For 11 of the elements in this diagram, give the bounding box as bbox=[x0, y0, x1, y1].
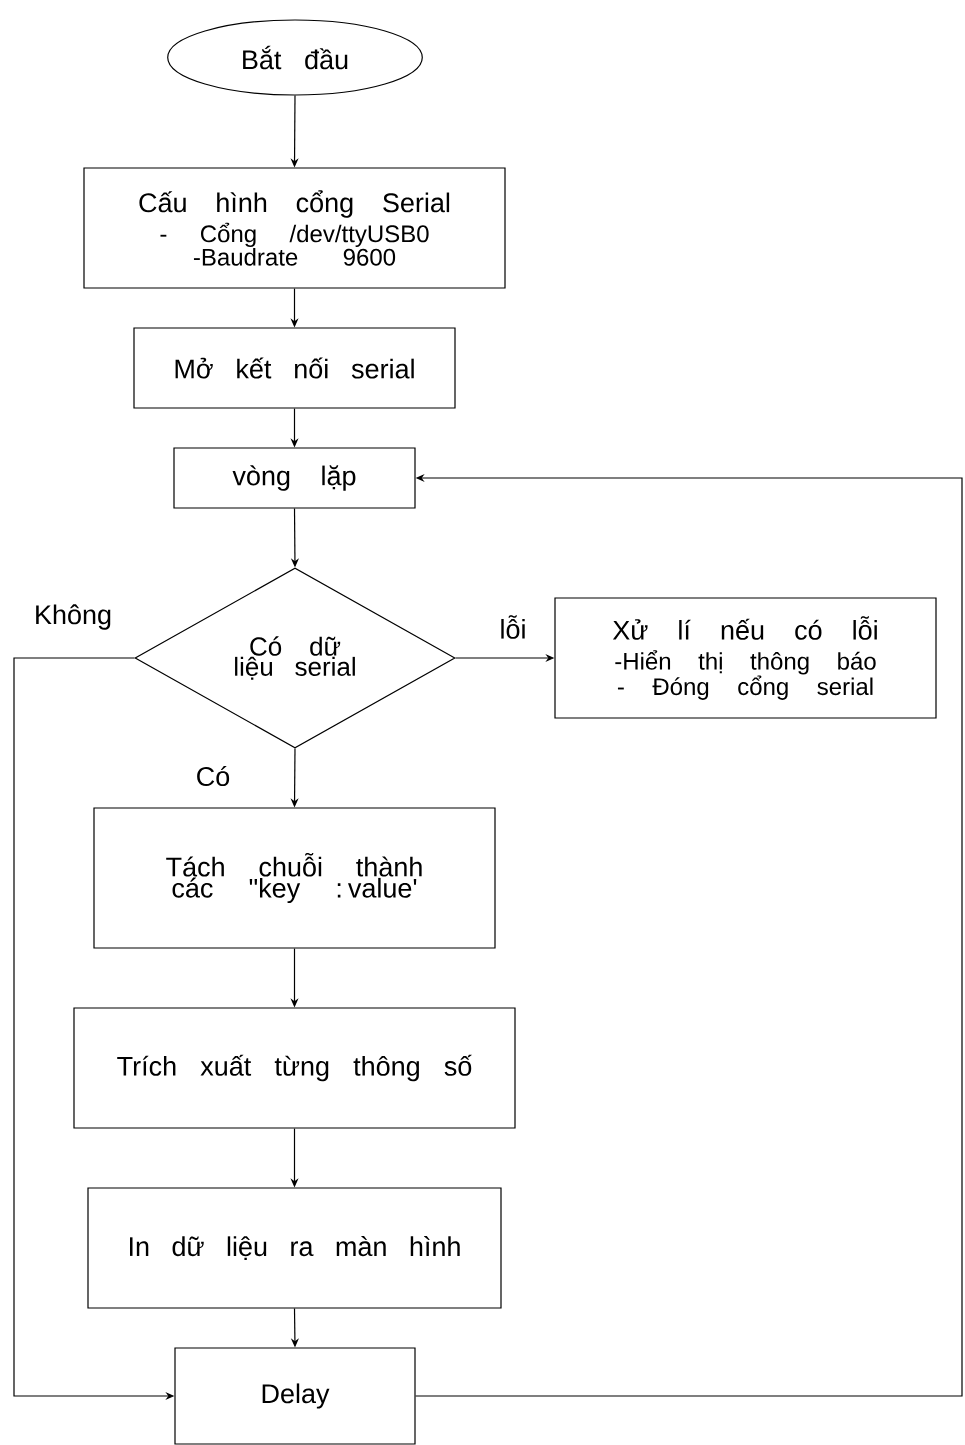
process-box: Cấu hình cổng Serial - Cổng /dev/ttyUSB0 -Baudrate 9600 bbox=[83, 167, 506, 289]
edge-label: Không bbox=[32, 603, 114, 631]
process-box: Trích xuất từng thông số bbox=[73, 1007, 516, 1129]
process-box: Xử lí nếu có lỗi -Hiển thị thông báo - Đóng cổng serial bbox=[554, 597, 937, 719]
edge-label: Có bbox=[194, 764, 232, 788]
process-box: Mở kết nối serial bbox=[133, 327, 456, 409]
process-box: In dữ liệu ra màn hình bbox=[87, 1187, 502, 1309]
edge-label: lỗi bbox=[498, 614, 528, 640]
process-box: vòng lặp bbox=[173, 447, 416, 509]
process-box: Tách chuỗi thành các "key : value' bbox=[93, 807, 496, 949]
process-box: Delay bbox=[174, 1347, 416, 1445]
